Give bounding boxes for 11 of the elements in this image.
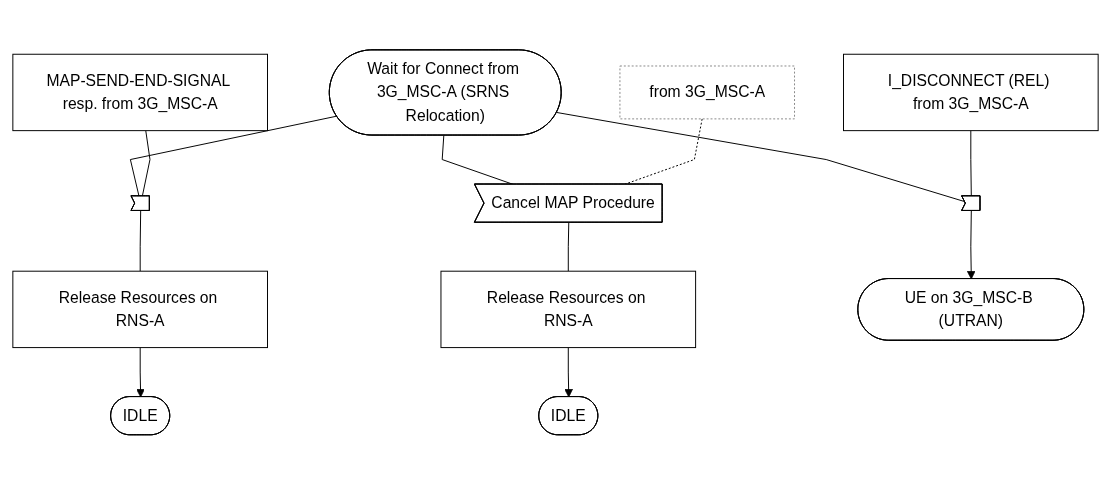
connector: [141, 130, 151, 197]
node-box: Release Resources on RNS-A: [440, 270, 697, 349]
node-box: Release Resources on RNS-A: [12, 270, 268, 349]
connector: [970, 130, 972, 197]
connector: [129, 115, 338, 197]
connector: [567, 222, 570, 272]
node-box: MAP-SEND-END-SIGNAL resp. from 3G_MSC-A: [12, 53, 268, 132]
node-box: from 3G_MSC-A: [619, 65, 795, 120]
node-box: I_DISCONNECT (REL) from 3G_MSC-A: [843, 53, 1099, 132]
connector: [139, 210, 142, 272]
connector: [556, 112, 966, 203]
